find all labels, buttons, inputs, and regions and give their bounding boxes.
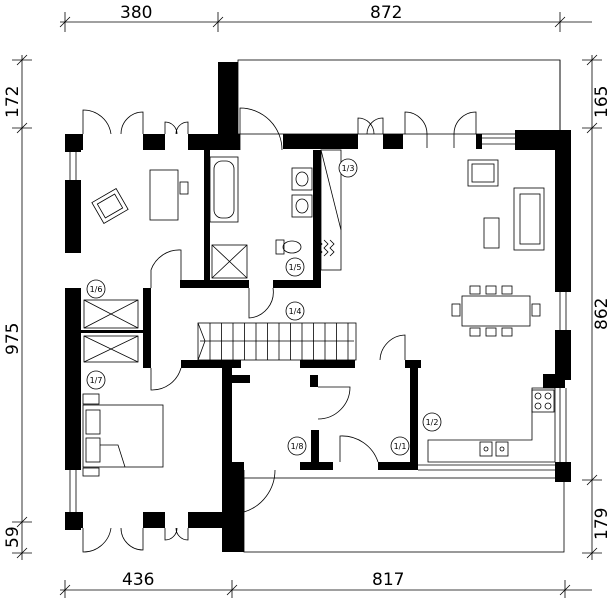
label-1-3: 1/3	[338, 158, 358, 178]
dim-bottom-left: 436	[122, 570, 154, 590]
bathtub	[209, 156, 239, 223]
label-1-7: 1/7	[86, 370, 106, 390]
wardrobes	[83, 299, 139, 363]
room-labels: 1/3 1/5 1/4 1/6 1/7 1/2 1/8 1/1	[86, 158, 442, 456]
dim-left-top: 172	[3, 86, 23, 118]
dim-right-bottom: 179	[592, 508, 612, 540]
label-1-1: 1/1	[390, 436, 410, 456]
dimension-lines	[12, 12, 602, 598]
room-1-3-label: 1/3	[342, 164, 355, 173]
dim-left-bottom: 59	[3, 526, 23, 548]
doors	[82, 107, 477, 553]
room-1-6-label: 1/6	[90, 285, 103, 294]
boiler-room-fixtures	[317, 149, 342, 271]
dining-set	[451, 285, 541, 337]
label-1-8: 1/8	[287, 436, 307, 456]
room-1-7-label: 1/7	[90, 376, 103, 385]
bed	[82, 393, 164, 477]
living-furniture	[467, 159, 545, 251]
dim-bottom-right: 817	[372, 570, 404, 590]
label-1-4: 1/4	[285, 301, 305, 321]
study-furniture	[91, 169, 189, 224]
dim-right-top: 165	[592, 86, 612, 118]
dim-top-right: 872	[370, 3, 402, 23]
label-1-2: 1/2	[422, 412, 442, 432]
toilet	[275, 239, 302, 255]
label-1-6: 1/6	[86, 279, 106, 299]
windows	[69, 137, 567, 512]
kitchen	[427, 387, 556, 463]
dim-right-main: 862	[592, 298, 612, 330]
room-1-5-label: 1/5	[289, 263, 302, 272]
shower	[211, 244, 248, 279]
label-1-5: 1/5	[285, 257, 305, 277]
washbasins	[291, 167, 313, 218]
walls	[65, 62, 571, 552]
dim-top-left: 380	[120, 3, 152, 23]
room-1-1-label: 1/1	[394, 442, 407, 451]
room-1-4-label: 1/4	[289, 307, 302, 316]
room-1-2-label: 1/2	[426, 418, 439, 427]
room-1-8-label: 1/8	[291, 442, 304, 451]
dim-left-main: 975	[3, 323, 23, 355]
stairs	[197, 322, 357, 361]
